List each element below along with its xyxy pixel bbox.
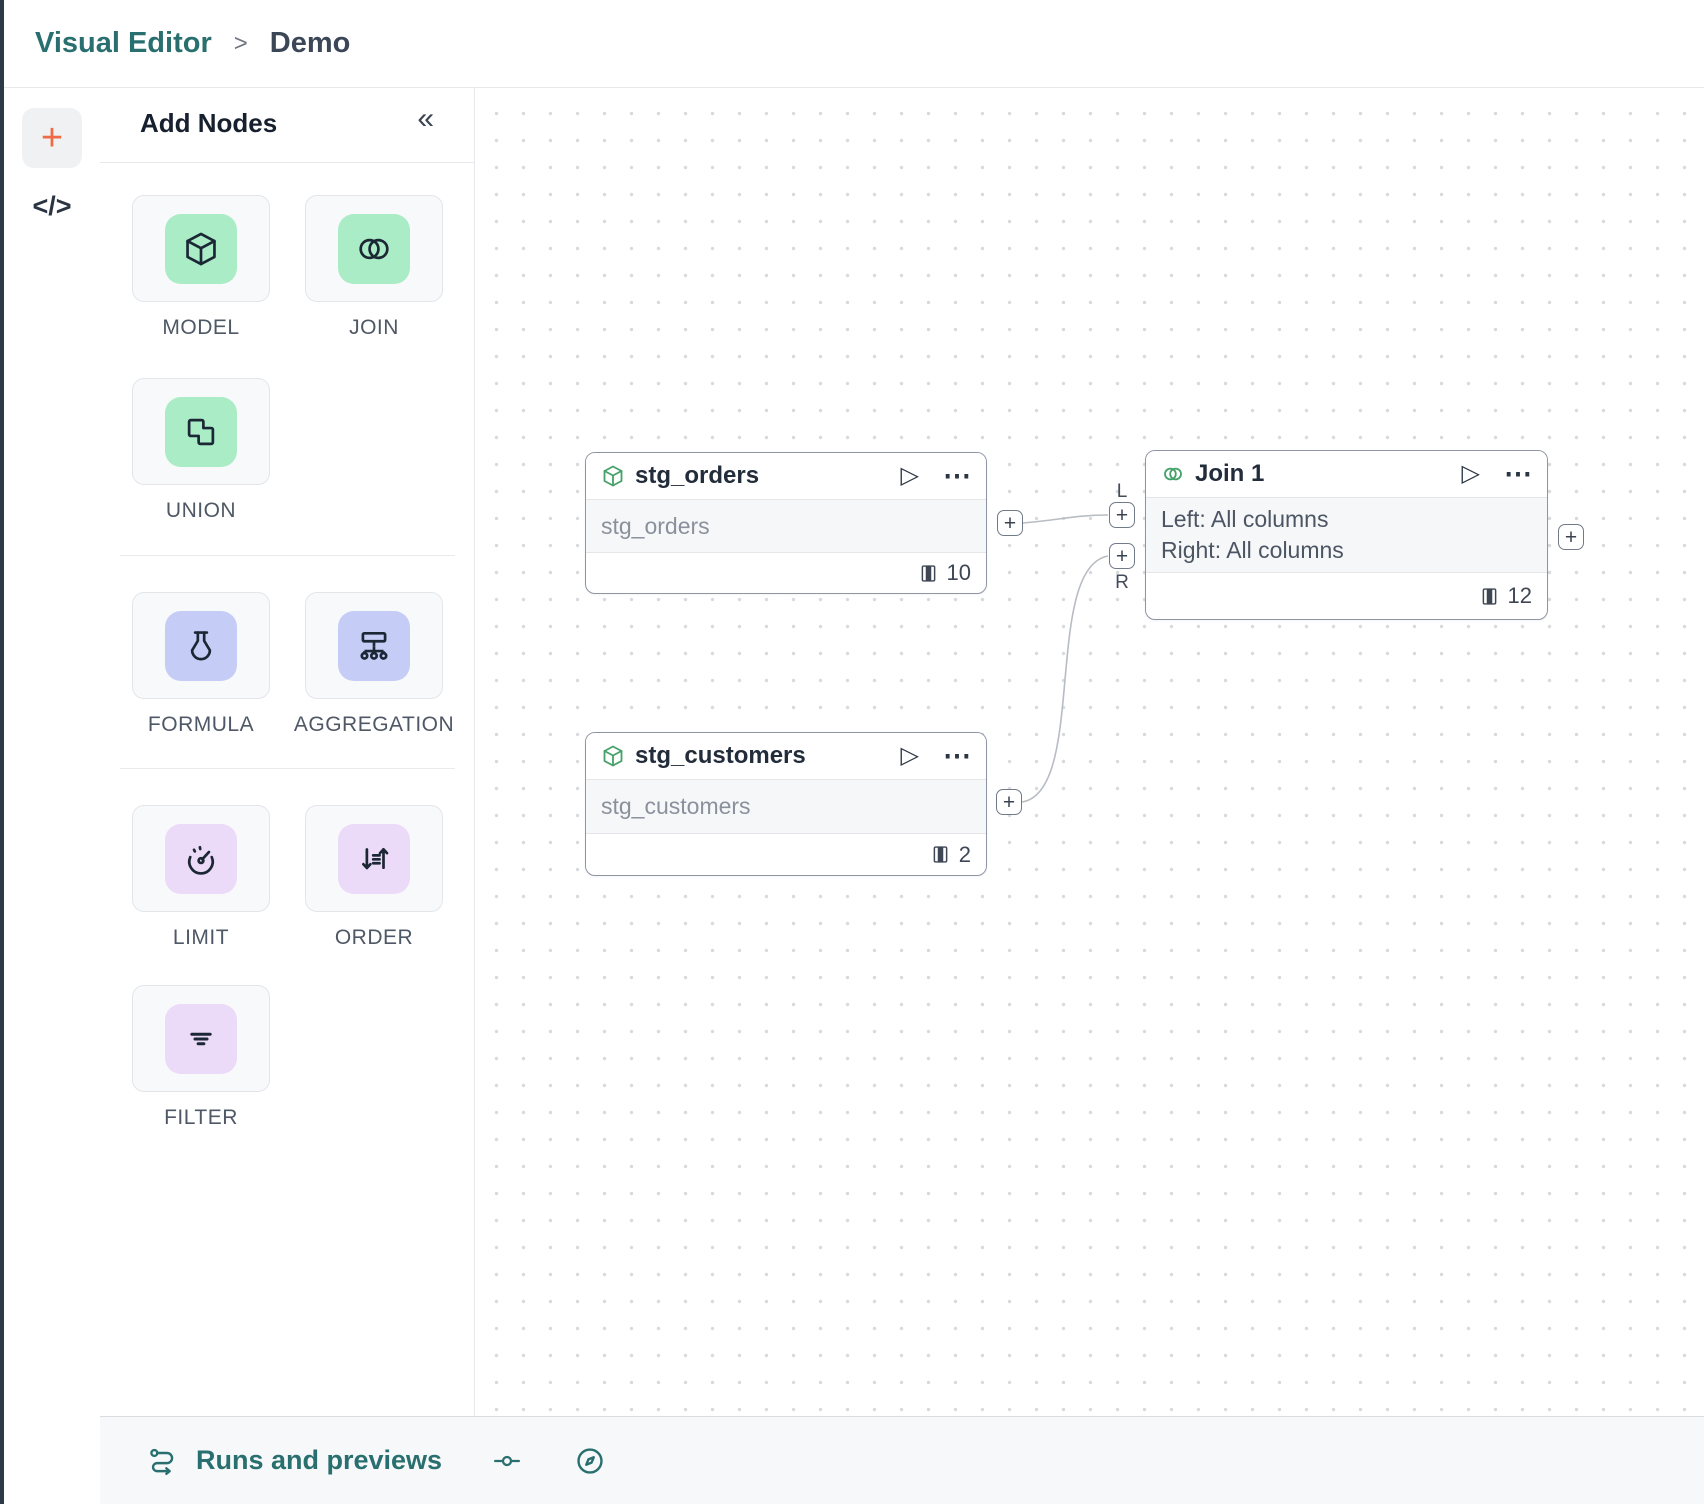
breadcrumb-separator: >: [233, 29, 248, 57]
palette-item-limit[interactable]: LIMIT: [132, 805, 270, 950]
breadcrumb: Visual Editor > Demo: [4, 0, 1704, 88]
palette-label: FILTER: [164, 1106, 238, 1129]
gauge-icon: [165, 823, 237, 894]
compass-icon[interactable]: [574, 1445, 606, 1477]
port-stg-orders-output[interactable]: +: [997, 510, 1023, 536]
node-subtitle: stg_customers: [601, 793, 751, 819]
palette-item-model[interactable]: MODEL: [132, 195, 270, 340]
join-circles-icon: [338, 213, 410, 284]
port-join-right-input[interactable]: +: [1109, 543, 1135, 569]
palette-item-order[interactable]: ORDER: [305, 805, 443, 950]
columns-icon: [1479, 586, 1500, 607]
node-body: Left: All columns Right: All columns: [1146, 497, 1547, 573]
node-footer: 10: [586, 553, 986, 593]
port-join-output[interactable]: +: [1558, 524, 1584, 550]
flask-icon: [165, 610, 237, 681]
tool-rail: + </>: [4, 88, 100, 1504]
cube-icon: [165, 213, 237, 284]
node-subtitle: stg_orders: [601, 512, 710, 539]
palette-label: JOIN: [349, 316, 399, 339]
palette-divider: [120, 555, 455, 556]
org-chart-icon: [338, 610, 410, 681]
runs-and-previews-label: Runs and previews: [196, 1445, 443, 1475]
port-stg-customers-output[interactable]: +: [996, 789, 1022, 815]
model-cube-icon: [601, 744, 625, 768]
run-node-button[interactable]: ▷: [1461, 460, 1480, 487]
formula-card[interactable]: [132, 592, 270, 699]
join-right-config: Right: All columns: [1161, 537, 1344, 563]
sort-arrows-icon: [338, 823, 410, 894]
node-header: stg_customers ▷ ⋯: [586, 733, 986, 779]
model-cube-icon: [601, 464, 625, 488]
filter-lines-icon: [165, 1003, 237, 1074]
route-icon: [147, 1445, 179, 1477]
node-menu-button[interactable]: ⋯: [943, 740, 971, 771]
flow-canvas[interactable]: stg_orders ▷ ⋯ stg_orders 10: [475, 88, 1704, 1416]
column-count: 12: [1507, 583, 1532, 608]
add-nodes-panel: Add Nodes « MODEL: [100, 88, 475, 1416]
palette-item-union[interactable]: UNION: [132, 378, 270, 523]
union-shapes-icon: [165, 396, 237, 467]
node-menu-button[interactable]: ⋯: [1504, 458, 1532, 489]
palette-divider: [120, 768, 455, 769]
node-stg-customers[interactable]: stg_customers ▷ ⋯ stg_customers 2: [585, 732, 987, 876]
union-card[interactable]: [132, 378, 270, 485]
node-menu-button[interactable]: ⋯: [943, 460, 971, 491]
filter-card[interactable]: [132, 985, 270, 1092]
port-join-left-input[interactable]: +: [1109, 502, 1135, 528]
node-body: stg_customers: [586, 779, 986, 834]
palette-item-join[interactable]: JOIN: [305, 195, 443, 340]
bottom-bar: Runs and previews: [100, 1416, 1704, 1504]
palette-item-aggregation[interactable]: AGGREGATION: [294, 592, 454, 737]
aggregation-card[interactable]: [305, 592, 443, 699]
limit-card[interactable]: [132, 805, 270, 912]
column-count: 10: [946, 560, 971, 585]
node-title: Join 1: [1195, 460, 1265, 487]
node-footer: 2: [586, 834, 986, 875]
node-header: Join 1 ▷ ⋯: [1146, 451, 1547, 497]
columns-icon: [930, 844, 951, 865]
run-node-button[interactable]: ▷: [900, 742, 919, 769]
code-view-button[interactable]: </>: [20, 184, 84, 228]
palette-label: ORDER: [334, 926, 414, 949]
order-card[interactable]: [305, 805, 443, 912]
panel-title: Add Nodes: [140, 108, 278, 138]
palette-label: LIMIT: [172, 926, 230, 949]
add-nodes-header: Add Nodes «: [100, 88, 474, 163]
palette-item-formula[interactable]: FORMULA: [132, 592, 270, 737]
node-stg-orders[interactable]: stg_orders ▷ ⋯ stg_orders 10: [585, 452, 987, 594]
join-card[interactable]: [305, 195, 443, 302]
runs-and-previews-button[interactable]: Runs and previews: [147, 1445, 442, 1477]
edge-customers-to-join-right: [1021, 555, 1109, 803]
add-node-rail-button[interactable]: +: [22, 108, 82, 168]
node-body: stg_orders: [586, 499, 986, 553]
run-node-button[interactable]: ▷: [900, 462, 919, 489]
column-count: 2: [958, 841, 971, 867]
node-join-1[interactable]: Join 1 ▷ ⋯ Left: All columns Right: All …: [1145, 450, 1548, 620]
model-card[interactable]: [132, 195, 270, 302]
node-footer: 12: [1146, 573, 1547, 619]
join-circles-icon: [1161, 462, 1185, 486]
palette-label: MODEL: [162, 316, 240, 339]
palette-label: UNION: [165, 499, 237, 522]
port-label-left: L: [1116, 481, 1128, 502]
node-header: stg_orders ▷ ⋯: [586, 453, 986, 499]
node-title: stg_orders: [635, 462, 760, 489]
page-title: Demo: [269, 27, 351, 59]
edge-orders-to-join-left: [1022, 514, 1109, 524]
window-edge: [0, 0, 4, 1504]
port-label-right: R: [1115, 572, 1129, 593]
join-left-config: Left: All columns: [1161, 506, 1329, 532]
palette-label: FORMULA: [147, 713, 255, 736]
node-title: stg_customers: [635, 742, 806, 769]
breadcrumb-root-link[interactable]: Visual Editor: [35, 27, 212, 59]
collapse-panel-button[interactable]: «: [417, 102, 436, 135]
commit-icon[interactable]: [492, 1446, 522, 1476]
palette-label: AGGREGATION: [293, 713, 455, 736]
palette-item-filter[interactable]: FILTER: [132, 985, 270, 1130]
columns-icon: [918, 563, 939, 584]
